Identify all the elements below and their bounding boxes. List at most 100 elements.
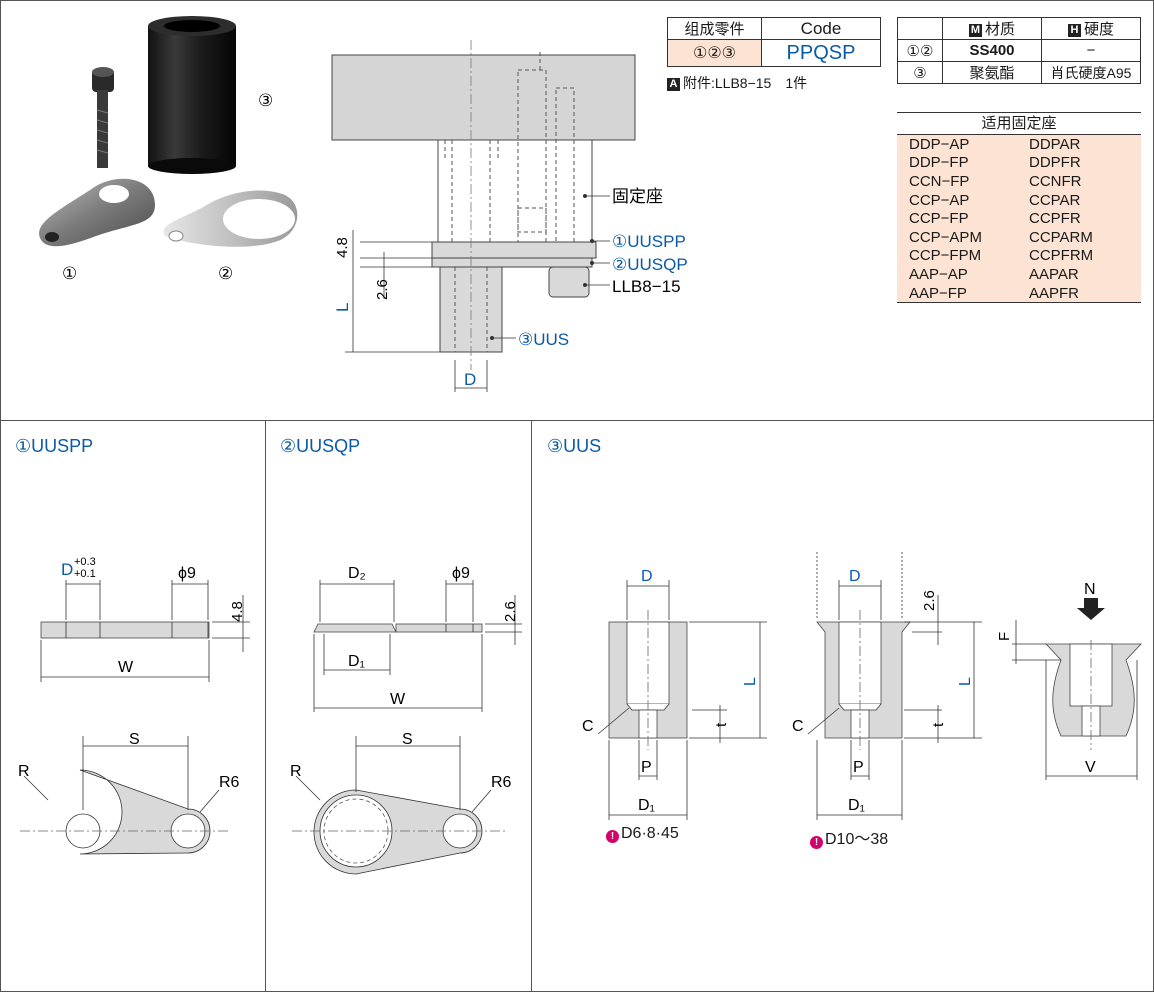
mount-code: DDP−AP <box>909 135 970 153</box>
mount-table: 适用固定座 DDP−AP DDPAR DDP−FP DDPFR CCN−FP CCNF… <box>897 112 1141 304</box>
accessory-badge: A <box>667 78 680 91</box>
uuspp-dim-S: S <box>129 731 140 748</box>
uusqp-dim-phi9: ϕ9 <box>452 565 470 582</box>
uus-dim-L: L <box>742 677 759 686</box>
material-row-hardness: 肖氏硬度A95 <box>1041 61 1141 84</box>
uus-dim-2-6: 2.6 <box>921 590 938 611</box>
label-uusqp: ②UUSQP <box>612 255 688 274</box>
label-mount: 固定座 <box>612 187 663 206</box>
mount-code: AAPAR <box>1029 265 1079 283</box>
mount-row: DDP−AP DDPAR <box>897 135 1141 154</box>
uus-dim-F: F <box>996 632 1013 641</box>
uus-dim-D1: D₁ <box>638 797 655 814</box>
dim-2-6: 2.6 <box>374 279 391 300</box>
mount-table-body: DDP−AP DDPAR DDP−FP DDPFR CCN−FP CCNFR CCP−… <box>897 135 1141 303</box>
section-title-uuspp: ①UUSPP <box>15 436 94 456</box>
photo-label-three: ③ <box>258 91 273 110</box>
mount-code: CCP−APM <box>909 228 982 246</box>
mount-table-title: 适用固定座 <box>897 113 1141 135</box>
photo-label-two: ② <box>218 264 233 283</box>
uus-dim-L: L <box>957 677 974 686</box>
mount-code: CCPFR <box>1029 210 1081 228</box>
uus-dim-D: D <box>641 568 653 585</box>
mount-row: CCP−FP CCPFR <box>897 209 1141 228</box>
material-row-material: 聚氨酯 <box>942 61 1042 84</box>
mount-row: CCP−FPM CCPFRM <box>897 247 1141 266</box>
dim-L: L <box>333 303 352 312</box>
caution-icon: ! <box>606 830 619 843</box>
bolt-photo <box>92 67 114 168</box>
code-table-code: PPQSP <box>761 39 881 67</box>
hardness-badge: H <box>1067 24 1081 37</box>
mount-code: AAPFR <box>1029 284 1080 302</box>
material-header-blank <box>897 17 943 40</box>
material-header-label: 材质 <box>984 21 1015 38</box>
uuspp-dim-D: D <box>61 560 73 579</box>
uus-dim-N: N <box>1084 581 1096 598</box>
material-row-part: ①② <box>897 39 943 62</box>
uusqp-dim-R: R <box>290 763 302 780</box>
uus-dim-P: P <box>853 759 864 776</box>
dim-4-8: 4.8 <box>334 237 351 258</box>
mount-code: DDPAR <box>1029 135 1081 153</box>
label-uuspp: ①UUSPP <box>612 232 686 251</box>
uus-dim-P: P <box>641 759 652 776</box>
mount-code: CCPAR <box>1029 191 1081 209</box>
uus-dim-D1: D₁ <box>848 797 865 814</box>
uuspp-dim-h: 4.8 <box>229 601 246 622</box>
accessory-text: 附件:LLB8−15 1件 <box>683 75 808 91</box>
mount-code: CCP−FPM <box>909 247 982 265</box>
uuspp-dim-R: R <box>18 763 30 780</box>
assembly-drawing: 4.8 2.6 L D 固定座 ①UUSPP ②UUSQP LLB8−15 ③U… <box>331 40 688 392</box>
code-table-header-component: 组成零件 <box>667 17 762 40</box>
uus-dim-t: t <box>713 722 730 727</box>
mount-code: AAP−AP <box>909 265 968 283</box>
mount-code: DDPFR <box>1029 154 1081 172</box>
section-divider <box>0 420 1154 421</box>
mount-code: CCN−FP <box>909 172 970 190</box>
spacer-plate-photo <box>39 178 155 247</box>
uusqp-dim-h: 2.6 <box>502 601 519 622</box>
material-row-hardness: − <box>1041 39 1141 62</box>
mount-code: DDP−FP <box>909 154 969 172</box>
uuspp-dim-phi9: ϕ9 <box>178 565 196 582</box>
code-table-header-code: Code <box>761 17 881 40</box>
mount-row: AAP−FP AAPFR <box>897 284 1141 303</box>
mount-row: CCP−APM CCPARM <box>897 228 1141 247</box>
uuspp-drawing: D +0.3 +0.1 ϕ9 4.8 W S R R6 <box>18 556 250 855</box>
mount-code: CCP−AP <box>909 191 970 209</box>
uus-note-small-text: D6·8·45 <box>621 825 679 842</box>
caution-icon: ! <box>810 836 823 849</box>
uusqp-dim-W: W <box>390 691 406 708</box>
uusqp-dim-S: S <box>402 731 413 748</box>
mount-code: CCP−FP <box>909 210 969 228</box>
section-title-uus: ③UUS <box>547 436 602 456</box>
uusqp-dim-D1: D₁ <box>348 653 365 670</box>
material-row-part: ③ <box>897 61 943 84</box>
uus-dim-V: V <box>1085 759 1096 776</box>
uusqp-dim-R6: R6 <box>491 774 512 791</box>
mount-code: CCNFR <box>1029 172 1082 190</box>
material-row-material: SS400 <box>942 39 1042 62</box>
uus-note-small: !D6·8·45 <box>606 825 679 843</box>
uusqp-drawing: D₂ ϕ9 2.6 D₁ W S R R6 <box>290 565 522 875</box>
label-uus: ③UUS <box>518 330 569 349</box>
mount-code: CCPFRM <box>1029 247 1094 265</box>
hardness-header-label: 硬度 <box>1083 21 1114 38</box>
mount-row: DDP−FP DDPFR <box>897 154 1141 173</box>
material-badge: M <box>968 24 982 37</box>
uus-note-large-text: D10～38 <box>825 831 889 848</box>
mount-code: CCPARM <box>1029 228 1093 246</box>
mount-code: AAP−FP <box>909 284 967 302</box>
code-table-components: ①②③ <box>667 39 762 67</box>
uuspp-dim-R6: R6 <box>219 774 240 791</box>
section-title-uusqp: ②UUSQP <box>280 436 361 456</box>
uus-drawing: N F V D L t C P D₁ D 2.6 L t C P D₁ <box>582 552 1142 820</box>
uuspp-tol-low: +0.1 <box>74 568 96 580</box>
label-llb: LLB8−15 <box>612 277 681 296</box>
